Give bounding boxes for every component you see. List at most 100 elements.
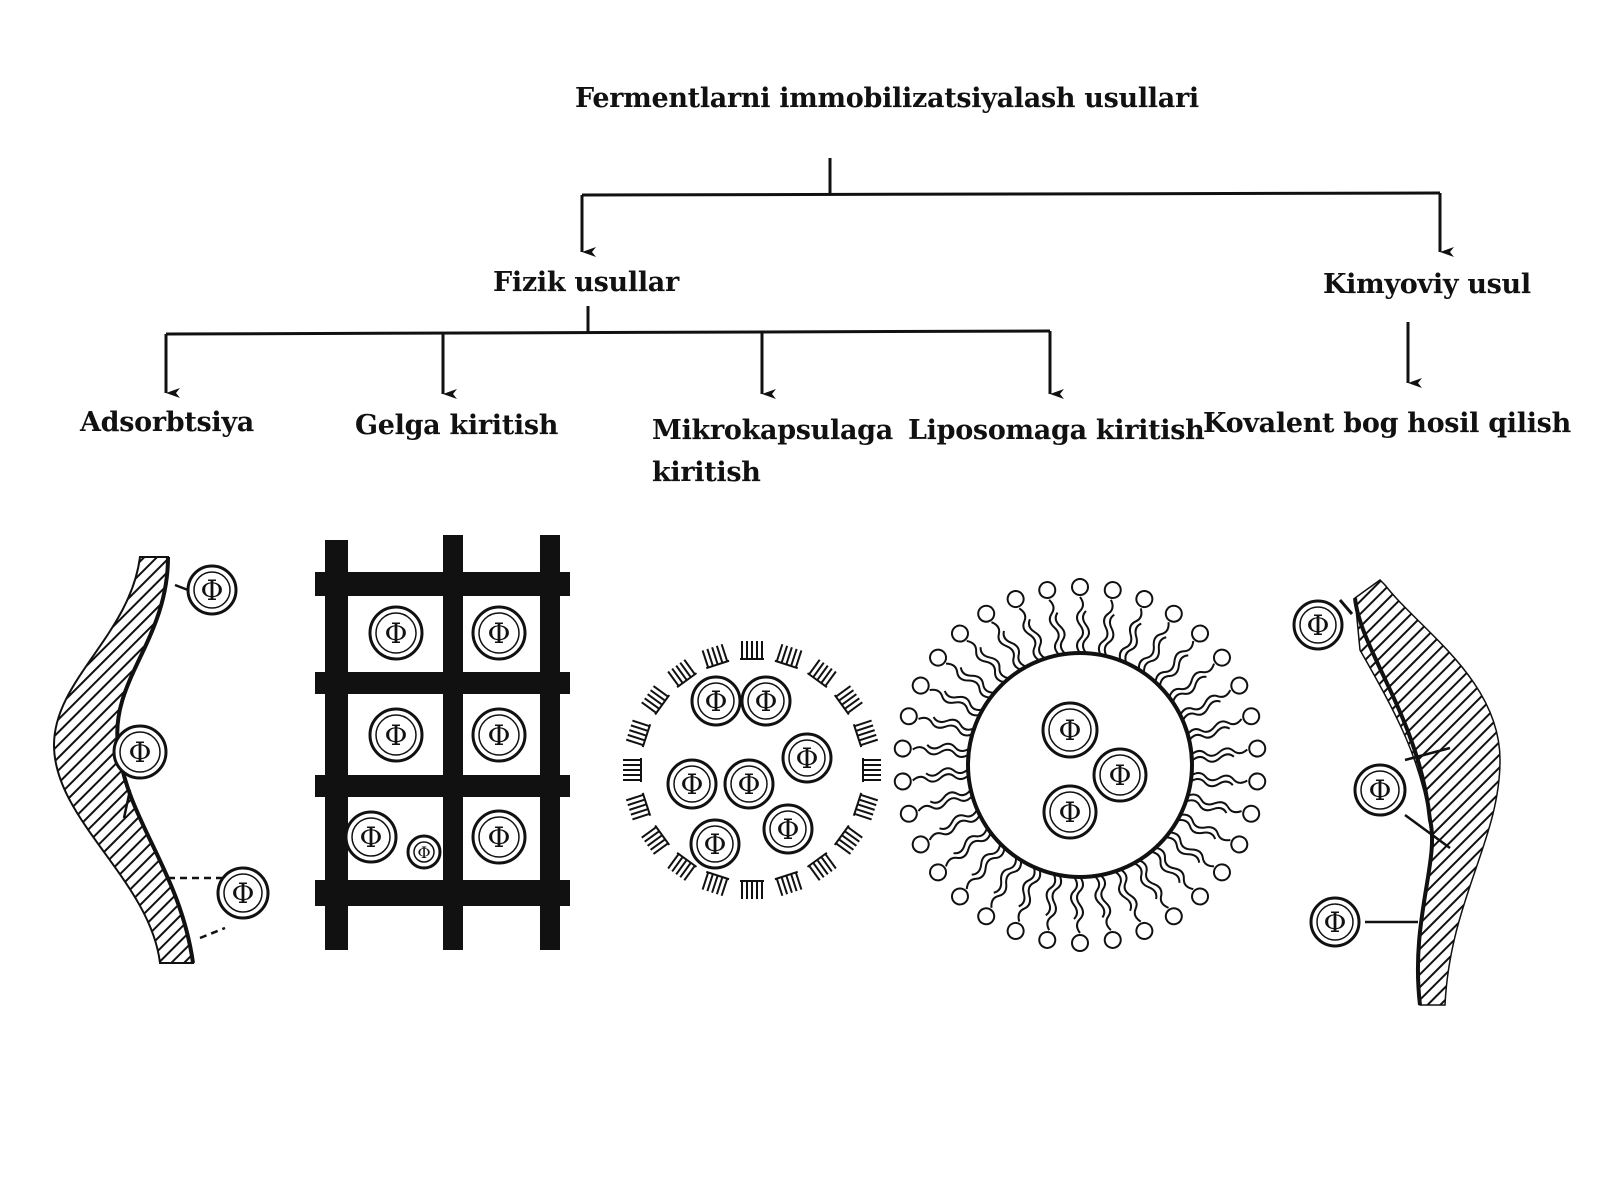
microcapsule-wall-segment (625, 791, 652, 823)
enzyme-symbol: Φ (1109, 759, 1132, 792)
microcapsule-wall-segment (773, 870, 805, 897)
liposome-lipids (893, 578, 1267, 952)
enzyme-symbol: Φ (129, 736, 152, 769)
tree-connectors (164, 158, 1454, 399)
enzyme-particle: Φ (1309, 896, 1361, 948)
lipid-molecule (1154, 624, 1210, 687)
enzyme-particle: Φ (471, 809, 527, 865)
enzyme-symbol: Φ (232, 877, 255, 910)
lipid-molecule (1006, 590, 1046, 662)
enzyme-particle: Φ (471, 707, 527, 763)
enzyme-particle: Φ (186, 564, 238, 616)
branch-chemical-label: Kimyoviy usul (1323, 269, 1531, 300)
enzyme-particle: Φ (762, 803, 814, 855)
lipid-molecule (1177, 813, 1249, 854)
microcapsule-wall-segment (806, 851, 839, 883)
enzyme-particle: Φ (723, 758, 775, 810)
enzyme-particle: Φ (1292, 599, 1344, 651)
enzyme-symbol: Φ (385, 719, 408, 752)
enzyme-symbol: Φ (488, 617, 511, 650)
microcapsule-wall-segment (739, 880, 765, 899)
enzyme-symbol: Φ (360, 821, 383, 854)
enzyme-symbol: Φ (417, 843, 430, 862)
lipid-molecule (893, 739, 970, 758)
enzyme-particle: Φ (740, 675, 792, 727)
enzyme-symbol: Φ (704, 828, 727, 861)
microcapsule-wall-segment (833, 824, 865, 857)
lipid-molecule (893, 767, 970, 791)
lipid-molecule (1190, 739, 1267, 763)
enzyme-particle: Φ (368, 605, 424, 661)
lipid-molecule (977, 856, 1023, 926)
enzyme-symbol: Φ (738, 768, 761, 801)
enzyme-symbol: Φ (681, 768, 704, 801)
microcapsule-wall-segment (852, 791, 879, 823)
microcapsule-wall-segment (639, 683, 671, 716)
lipid-molecule (950, 624, 1010, 684)
enzyme-particle: Φ (368, 707, 424, 763)
enzyme-symbol: Φ (1307, 609, 1330, 642)
method-covalent-label: Kovalent bog hosil qilish (1203, 408, 1571, 439)
gel-lattice (315, 535, 570, 950)
lipid-molecule (1114, 868, 1154, 940)
enzyme-symbol: Φ (1324, 906, 1347, 939)
enzyme-symbol: Φ (1059, 714, 1082, 747)
enzyme-particle: Φ (344, 810, 398, 864)
liposome-membrane (893, 578, 1267, 952)
lipid-molecule (1071, 578, 1090, 654)
microcapsule-wall-segment (665, 657, 698, 689)
enzyme-particle: Φ (689, 818, 741, 870)
lipid-molecule (950, 843, 1006, 906)
method-gel-label: Gelga kiritish (355, 410, 559, 441)
lipid-molecule (1150, 846, 1210, 906)
lipid-molecule (911, 809, 981, 854)
microcapsule-wall-segment (699, 643, 731, 670)
enzyme-symbol: Φ (1369, 774, 1392, 807)
enzyme-particle: Φ (781, 732, 833, 784)
lipid-molecule (1137, 604, 1183, 674)
covalent-illustration (1338, 579, 1501, 1006)
microcapsule-wall-segment (665, 851, 698, 883)
branch-physical-label: Fizik usullar (493, 267, 679, 298)
enzyme-particle: Φ (1092, 747, 1148, 803)
microcapsule-wall-segment (739, 641, 765, 660)
enzyme-particle: Φ (471, 605, 527, 661)
microcapsule-wall-segment (699, 870, 731, 897)
microcapsule-wall-segment (852, 717, 879, 749)
lipid-molecule (1070, 876, 1089, 952)
enzyme-symbol: Φ (385, 617, 408, 650)
lipid-molecule (1168, 648, 1231, 703)
lipid-molecule (1006, 866, 1042, 940)
enzyme-symbol: Φ (777, 813, 800, 846)
method-microcapsule-label: Mikrokapsulaga kiritish (652, 410, 893, 494)
microcapsule-wall (623, 641, 881, 899)
enzyme-particle: Φ (1042, 784, 1098, 840)
enzyme-symbol: Φ (705, 685, 728, 718)
enzyme-symbol: Φ (488, 719, 511, 752)
lipid-molecule (1097, 581, 1122, 657)
enzyme-particle: Φ (1353, 763, 1407, 817)
lipid-molecule (911, 676, 983, 717)
enzyme-particle: Φ (666, 758, 718, 810)
enzyme-symbol: Φ (201, 574, 224, 607)
microcapsule-wall-segment (862, 757, 881, 783)
lipid-molecule (1038, 581, 1066, 656)
microcapsule-wall-segment (806, 657, 839, 689)
method-microcapsule-line2: kiritish (652, 456, 761, 488)
enzyme-symbol: Φ (755, 685, 778, 718)
lipid-molecule (1185, 793, 1261, 823)
lipid-molecule (929, 827, 992, 882)
enzyme-particle: Φ (216, 866, 270, 920)
lipid-molecule (1186, 707, 1261, 741)
lipid-molecule (1038, 873, 1063, 949)
lipid-molecule (899, 707, 975, 737)
method-microcapsule-line1: Mikrokapsulaga (652, 415, 893, 446)
enzyme-symbol: Φ (1059, 796, 1082, 829)
lipid-molecule (1094, 874, 1122, 949)
microcapsule-wall-segment (625, 717, 652, 749)
method-liposome-label: Liposomaga kiritish (908, 415, 1205, 446)
diagram-title: Fermentlarni immobilizatsiyalash usullar… (575, 83, 1199, 114)
